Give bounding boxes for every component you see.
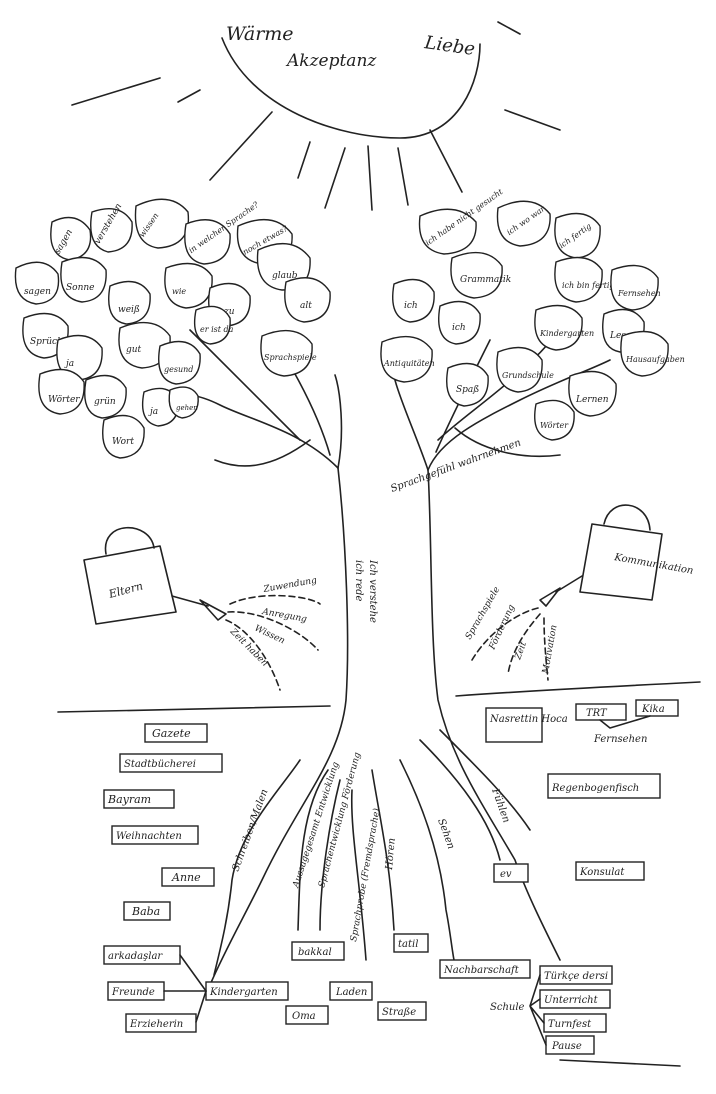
sun-word: Wärme bbox=[226, 23, 294, 45]
box-label: Nachbarschaft bbox=[443, 965, 520, 976]
box-label: Oma bbox=[292, 1011, 316, 1022]
leaf-label: Wörter bbox=[540, 421, 569, 430]
leaf bbox=[621, 332, 668, 377]
school-label: Schule bbox=[490, 1002, 525, 1013]
box-label: Türkçe dersi bbox=[544, 971, 608, 982]
leaf bbox=[15, 262, 58, 304]
trunk-label: Sprachgefühl wahrnehmen bbox=[389, 437, 522, 494]
sun: Wärme Akzeptanz Liebe bbox=[72, 22, 560, 210]
box-label: Freunde bbox=[111, 987, 155, 998]
box-label: Kika bbox=[641, 704, 665, 715]
root-label: Fühlen bbox=[489, 786, 512, 824]
box-label: ev bbox=[500, 869, 512, 880]
leaf-label: gesund bbox=[164, 365, 193, 374]
leaf bbox=[159, 342, 200, 385]
stream-label: Förderung bbox=[487, 603, 517, 652]
leaf-label: ja bbox=[148, 407, 158, 417]
leaf-label: Spaß bbox=[456, 385, 479, 395]
box-label: Stadtbücherei bbox=[124, 759, 196, 770]
right-boxes: Nasrettin Hoca TRT Kika Fernsehen Regenb… bbox=[486, 700, 680, 1066]
leaf-label: Hausaufgaben bbox=[625, 355, 685, 364]
leaf-label: gut bbox=[126, 345, 142, 355]
leaf-label: sagen bbox=[24, 287, 51, 297]
ground-line-right bbox=[456, 682, 700, 696]
sun-word: Akzeptanz bbox=[285, 51, 377, 71]
leaf-label: ich bbox=[404, 301, 418, 311]
box-label: Straße bbox=[382, 1007, 416, 1018]
leaf-label: gehen bbox=[176, 404, 198, 412]
box-label: Baba bbox=[131, 905, 160, 918]
leaf bbox=[109, 282, 150, 325]
root-label: Schreiben/Malen bbox=[230, 788, 270, 873]
box-label: Kindergarten bbox=[209, 987, 278, 998]
leaf-label: er ist da bbox=[200, 325, 234, 334]
box-label: Konsulat bbox=[579, 867, 625, 878]
leaf bbox=[535, 306, 582, 351]
box-label: Weihnachten bbox=[116, 831, 182, 842]
leaf-label: Grammatik bbox=[460, 275, 511, 285]
leaf-label: Antiquitäten bbox=[383, 359, 435, 368]
sun-word: Liebe bbox=[422, 32, 476, 60]
box-label: Anne bbox=[171, 871, 201, 884]
leaf bbox=[569, 372, 616, 417]
leaf-label: alt bbox=[300, 301, 312, 311]
leaf-label: Kindergarten bbox=[539, 329, 594, 338]
root-label: Hören bbox=[384, 838, 398, 872]
leaf bbox=[497, 348, 542, 393]
left-crown: sagen verstehen wissen in welcher Sprach… bbox=[15, 199, 330, 458]
leaf bbox=[165, 264, 212, 309]
box-label: Unterricht bbox=[544, 995, 599, 1006]
tv-label: Fernsehen bbox=[593, 734, 647, 745]
right-watering-can: Kommunikation Sprachspiele Förderung Zei… bbox=[464, 505, 694, 680]
left-boxes: Gazete Stadtbücherei Bayram Weihnachten … bbox=[104, 724, 288, 1032]
box-label: Regenbogenfisch bbox=[551, 783, 639, 794]
box-label: bakkal bbox=[298, 947, 332, 958]
box-label: Gazete bbox=[152, 727, 191, 740]
box-label: Nasrettin Hoca bbox=[489, 714, 568, 725]
right-crown: ich habe nicht gesucht ich wo war ich fe… bbox=[381, 187, 685, 440]
leaf-label: Lernen bbox=[575, 395, 609, 405]
box-label: Laden bbox=[335, 987, 367, 998]
leaf bbox=[169, 387, 198, 418]
leaf-label: Sonne bbox=[66, 283, 95, 293]
leaf bbox=[555, 258, 602, 303]
stream-label: Wissen bbox=[253, 624, 287, 647]
leaf bbox=[611, 266, 658, 311]
leaf bbox=[39, 370, 84, 415]
stream-label: Zeit bbox=[513, 640, 529, 662]
box-label: TRT bbox=[586, 708, 608, 719]
leaf-label: wie bbox=[172, 287, 186, 296]
stream-label: Zuwendung bbox=[262, 576, 318, 595]
root-label: Sehen bbox=[435, 817, 456, 850]
box-label: Pause bbox=[551, 1041, 582, 1052]
can-label: Eltern bbox=[106, 579, 144, 601]
box-label: Turnfest bbox=[548, 1019, 592, 1030]
ground-line-left bbox=[58, 706, 330, 712]
trunk-word: ich rede bbox=[353, 560, 364, 602]
leaf bbox=[61, 258, 106, 303]
box-label: tatil bbox=[398, 939, 418, 950]
leaf bbox=[285, 278, 330, 322]
left-watering-can: Eltern Zuwendung Anregung Wissen Zeit ha… bbox=[84, 528, 320, 690]
box-label: Bayram bbox=[107, 793, 151, 806]
box-label: Erzieherin bbox=[129, 1019, 183, 1030]
box-label: arkadaşlar bbox=[108, 951, 163, 962]
roots: Schreiben/Malen Aussagegesamt Entwicklun… bbox=[214, 730, 530, 975]
leaf-label: weiß bbox=[118, 305, 140, 315]
leaf-label: grün bbox=[94, 397, 116, 407]
leaf-label: Fernsehen bbox=[617, 289, 661, 298]
leaf-label: Wörter bbox=[48, 395, 80, 405]
leaf-label: ich bin fertig bbox=[562, 281, 615, 290]
leaf-label: ich bbox=[452, 323, 466, 333]
leaf-label: ja bbox=[64, 359, 74, 369]
leaf-label: Sprachspiele bbox=[264, 353, 317, 362]
leaf-label: Grundschule bbox=[502, 371, 554, 380]
stream-label: Anregung bbox=[260, 607, 307, 625]
can-label: Kommunikation bbox=[612, 552, 694, 577]
trunk-word: Ich verstehe bbox=[367, 559, 378, 623]
leaf-label: Wort bbox=[112, 437, 134, 447]
